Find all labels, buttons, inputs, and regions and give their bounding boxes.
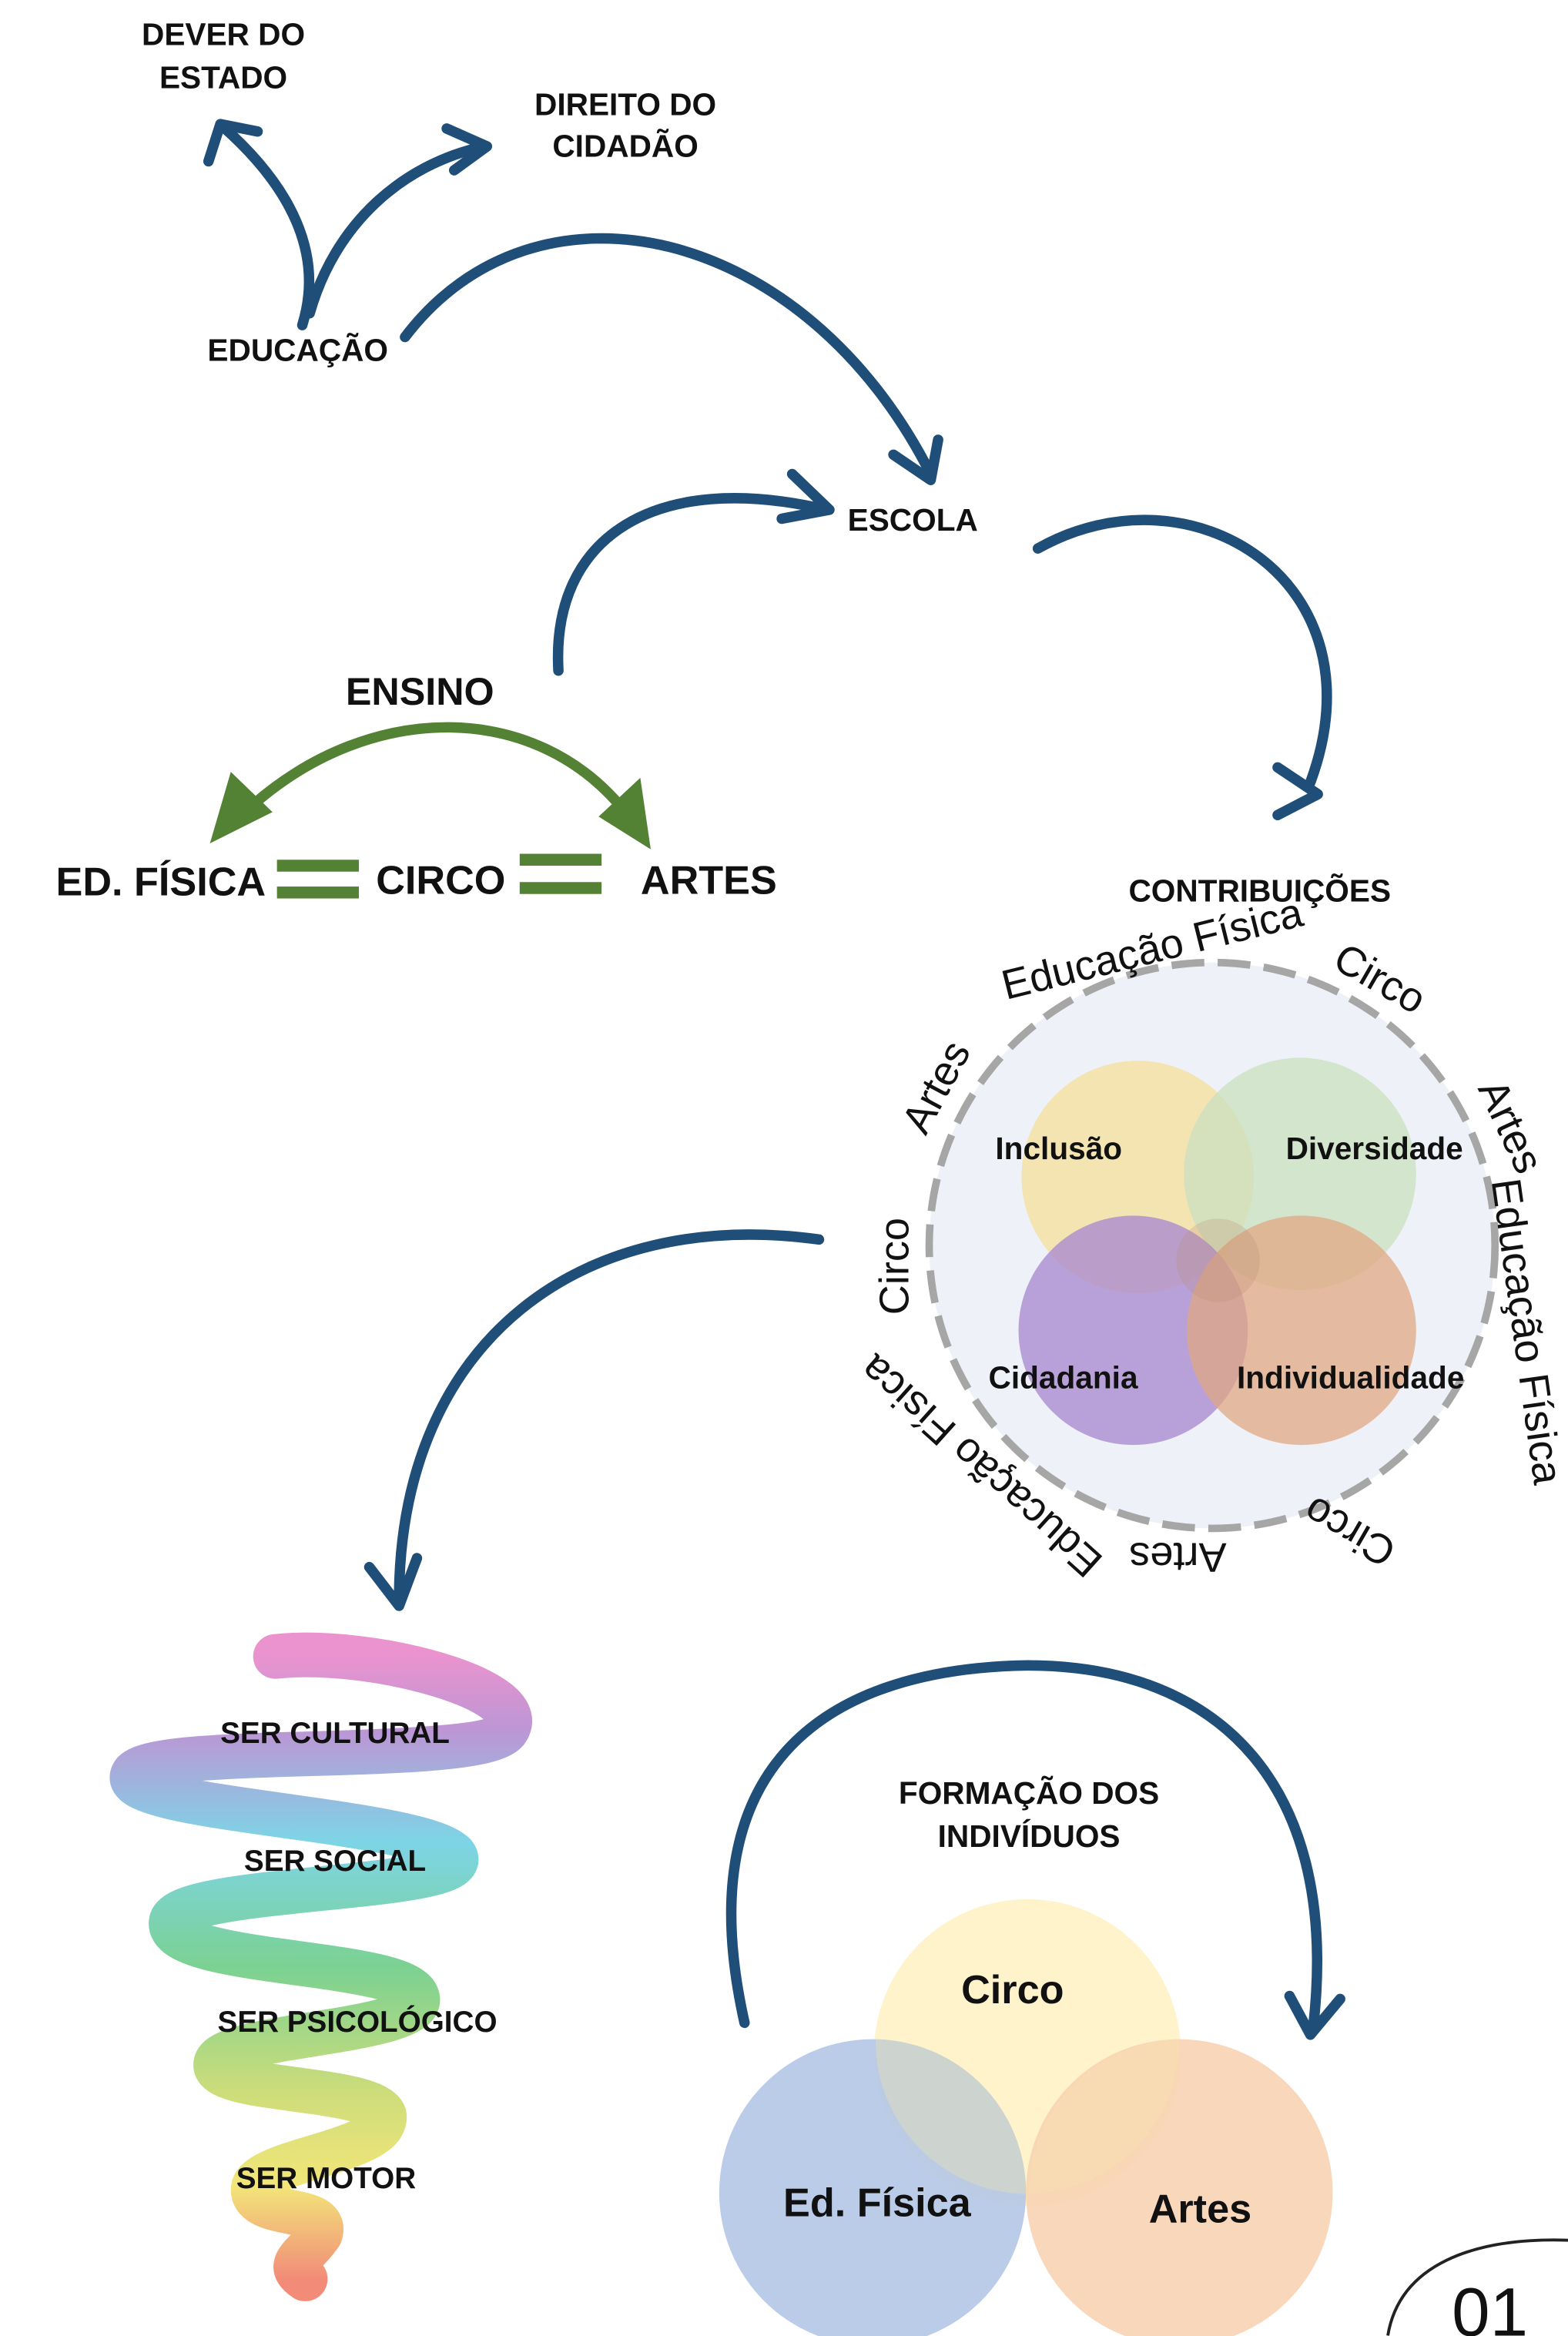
center-overlap <box>1176 1218 1260 1302</box>
contribuicoes-diagram <box>925 958 1499 1533</box>
ensino-to-escola-arrow <box>552 468 835 676</box>
ser-cultural-label: SER CULTURAL <box>220 1717 450 1750</box>
formacao-title-2: INDIVÍDUOS <box>938 1818 1121 1854</box>
arrow-to-direito <box>304 141 490 319</box>
ring-label-educacao-fisica-right: Educação Física <box>1483 1175 1568 1487</box>
cidadania-circle <box>1018 1215 1248 1446</box>
ensino-double-arrow <box>209 722 651 850</box>
equals-sign-2 <box>519 853 602 894</box>
ed-fisica-label: ED. FÍSICA <box>56 860 266 905</box>
circo-label: CIRCO <box>376 859 505 903</box>
arrowhead-escola <box>888 434 943 485</box>
arrowhead-contribuicoes <box>1272 762 1323 821</box>
arrowhead-formacao <box>1284 1990 1345 2040</box>
direito-label-1: DIREITO DO <box>534 86 716 122</box>
circo-edfisica-overlap <box>875 2039 1027 2194</box>
page-number: 01 <box>1452 2273 1528 2336</box>
direito-label-2: CIDADÃO <box>552 129 698 164</box>
educacao-label: EDUCAÇÃO <box>207 333 388 368</box>
ensino-title: ENSINO <box>346 669 494 713</box>
arrowhead-dever <box>203 119 263 167</box>
arrowhead-ed-fisica <box>209 772 273 843</box>
dever-label-2: ESTADO <box>159 60 287 96</box>
arrowhead-direito <box>441 123 493 176</box>
formacao-artes-label: Artes <box>1149 2187 1251 2231</box>
escola-to-contribuicoes-arrow <box>1032 514 1332 821</box>
arrowhead-artes <box>598 777 651 850</box>
individualidade-circle <box>1187 1215 1416 1446</box>
dever-label-1: DEVER DO <box>142 17 305 52</box>
ring-label-circo-bottom-right: Circo <box>1296 1487 1403 1576</box>
individualidade-label: Individualidade <box>1237 1360 1464 1396</box>
formacao-ed-fisica-label: Ed. Física <box>783 2181 972 2226</box>
ser-psicologico-label: SER PSICOLÓGICO <box>218 2005 498 2039</box>
page-number-badge: 01 <box>1386 2238 1568 2336</box>
artes-label: ARTES <box>641 859 777 903</box>
diversidade-label: Diversidade <box>1286 1131 1463 1166</box>
inclusao-label: Inclusão <box>995 1131 1122 1166</box>
arrowhead-ensino-escola <box>776 468 835 525</box>
top-arrows <box>203 119 943 485</box>
spiral-graphic <box>109 1632 532 2301</box>
contribuicoes-to-spiral-arrow <box>364 1229 825 1611</box>
contribuicoes-title: CONTRIBUIÇÕES <box>1128 873 1391 908</box>
ser-motor-label: SER MOTOR <box>236 2162 416 2195</box>
cidadania-label: Cidadania <box>989 1360 1138 1396</box>
formacao-circo-label: Circo <box>961 1968 1064 2013</box>
arrow-to-dever <box>218 122 315 330</box>
escola-label: ESCOLA <box>848 502 978 538</box>
formacao-venn <box>719 1899 1333 2336</box>
ser-social-label: SER SOCIAL <box>244 1845 426 1878</box>
ring-label-circo-left: Circo <box>871 1218 917 1315</box>
circo-artes-overlap <box>1029 2039 1180 2194</box>
arrow-educacao-to-escola <box>400 233 936 480</box>
ring-label-artes-bottom: Artes <box>1129 1534 1226 1580</box>
arrowhead-spiral <box>364 1553 423 1611</box>
formacao-title-1: FORMAÇÃO DOS <box>899 1775 1159 1811</box>
equals-sign-1 <box>276 860 359 899</box>
formacao-arrow <box>725 1660 1345 2040</box>
